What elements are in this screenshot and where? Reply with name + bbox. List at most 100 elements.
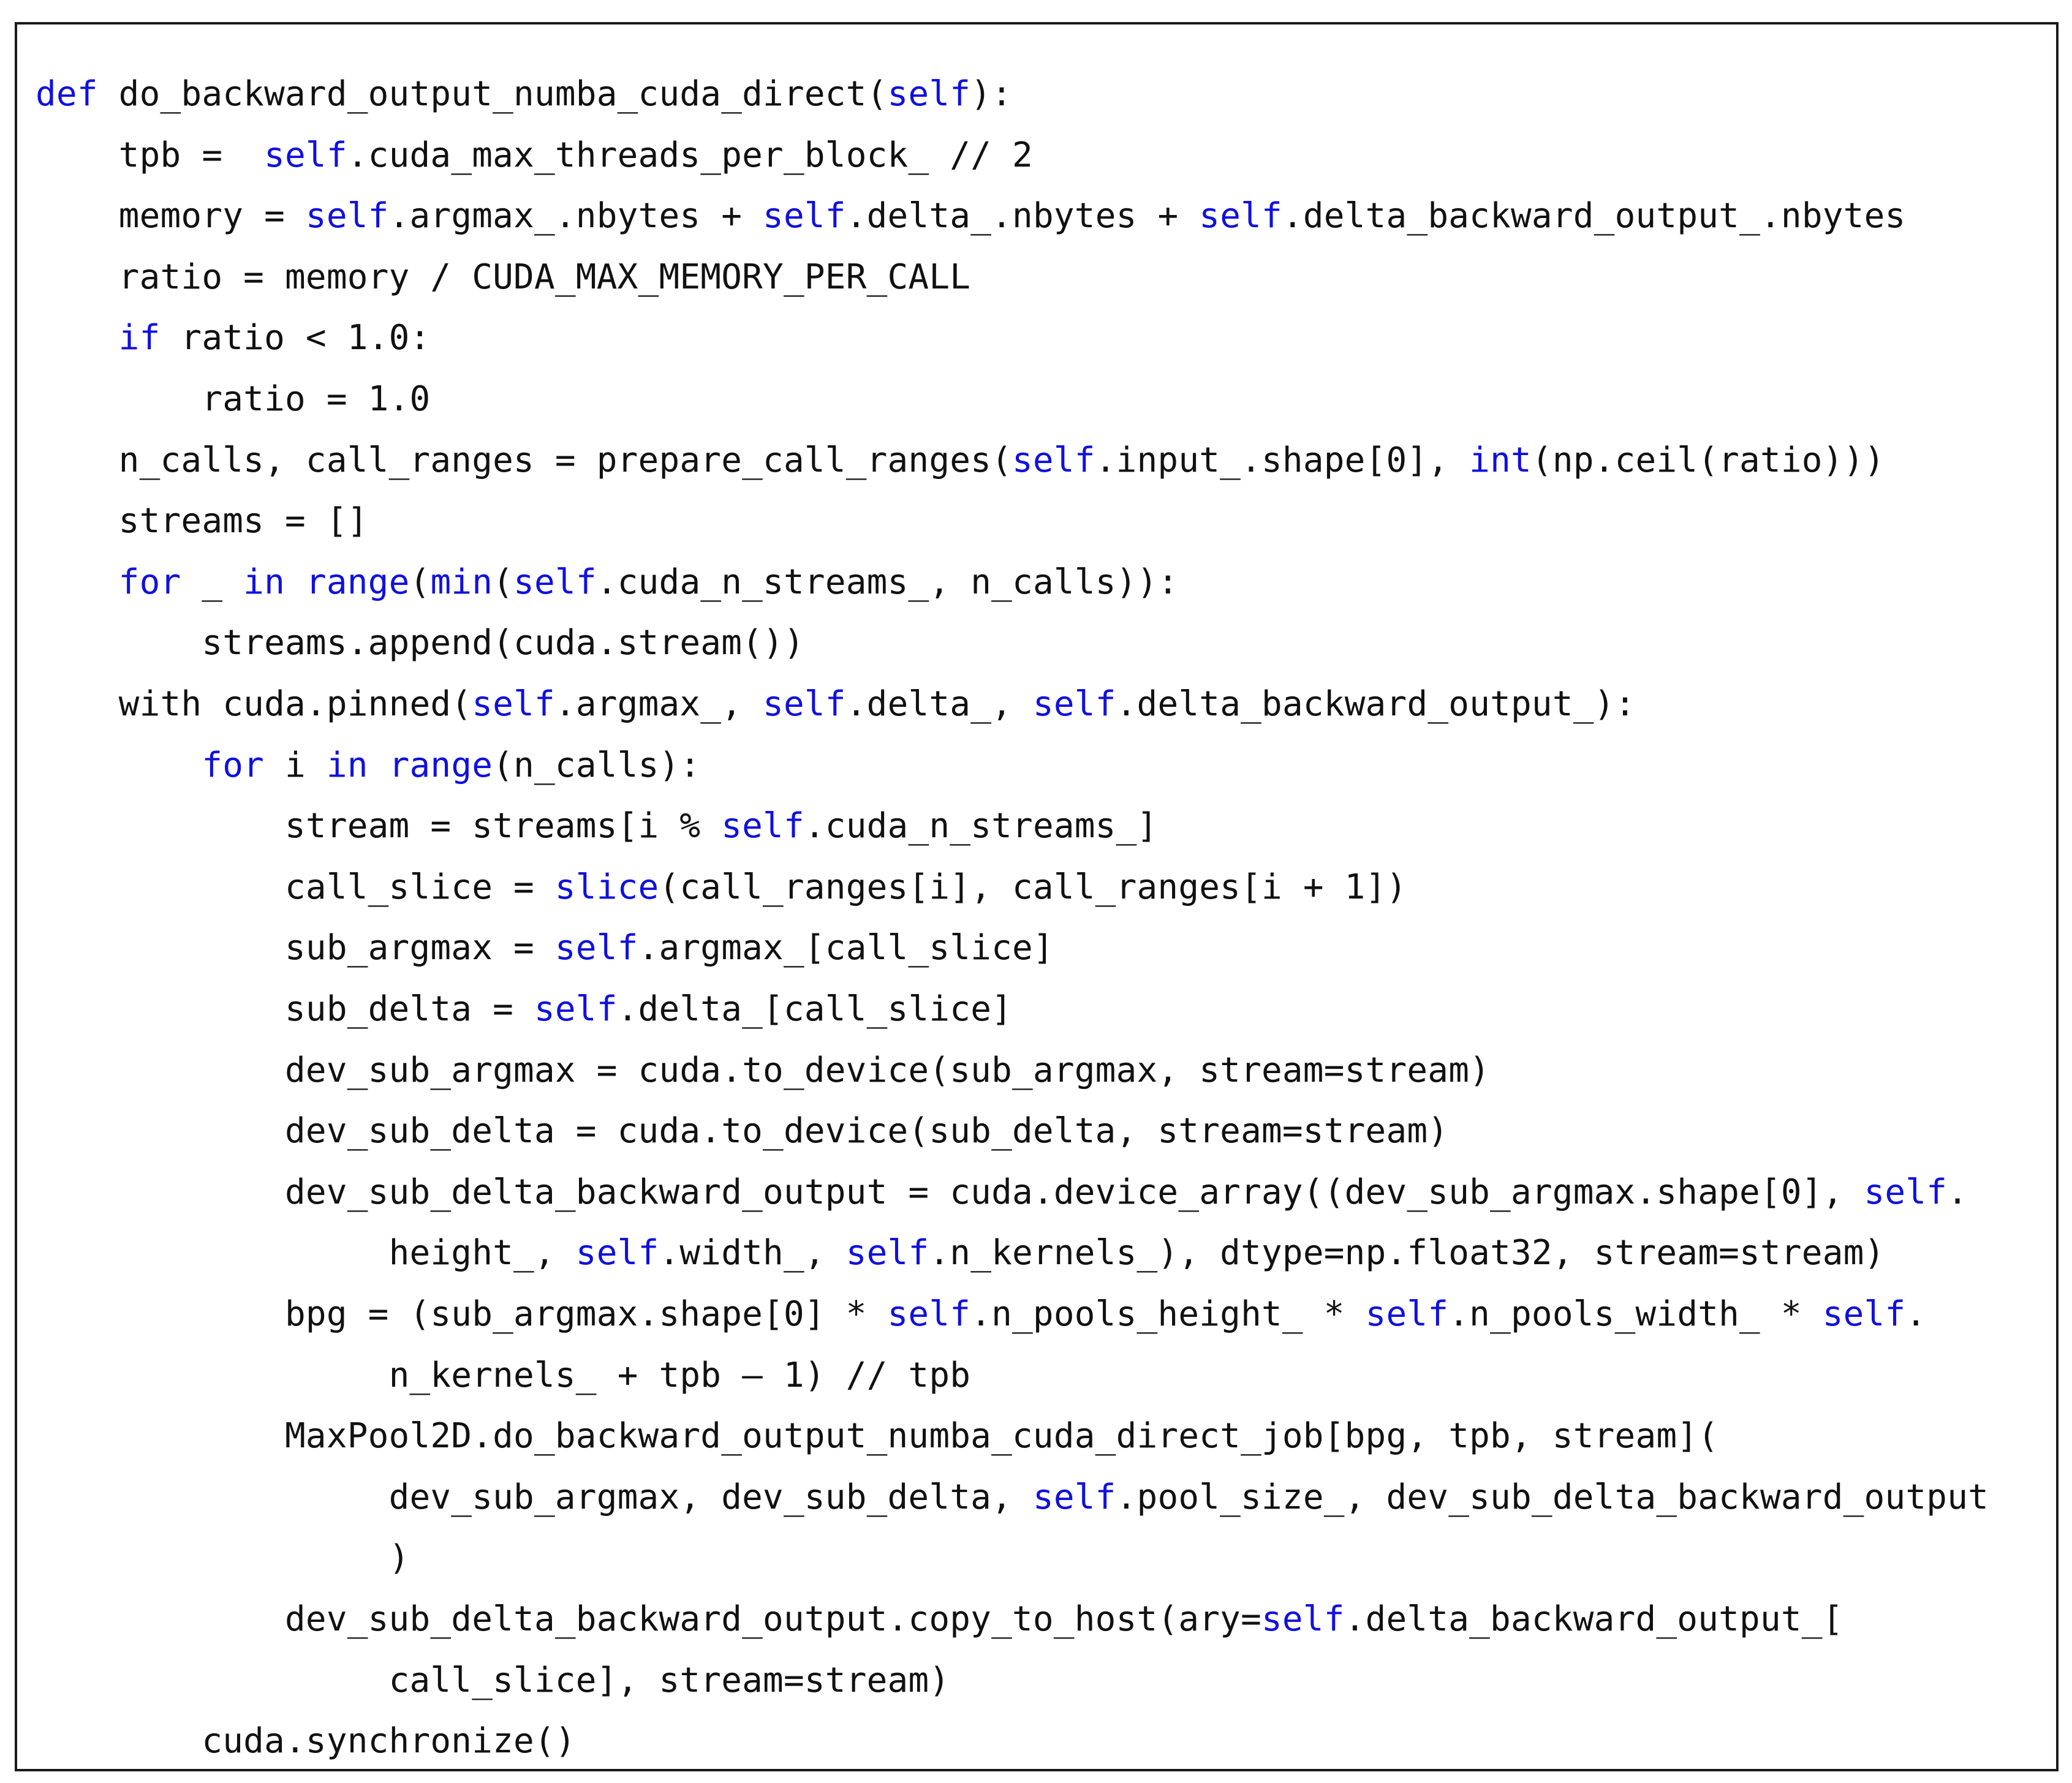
code-indent	[36, 623, 202, 663]
code-text: .cuda_n_streams_, n_calls)):	[596, 562, 1179, 602]
code-text: height_,	[388, 1233, 576, 1273]
code-text: .	[1905, 1294, 1927, 1334]
code-keyword: self	[305, 196, 389, 236]
code-keyword: self	[513, 562, 597, 602]
code-text: .argmax_,	[554, 684, 763, 724]
code-indent	[36, 318, 119, 358]
code-indent	[36, 1111, 285, 1151]
code-text: do_backward_output_numba_cuda_direct(	[97, 74, 888, 114]
code-text: .cuda_n_streams_]	[804, 806, 1158, 846]
code-keyword: self	[845, 1233, 929, 1273]
code-text: (	[493, 562, 514, 602]
code-text	[285, 562, 306, 602]
code-indent	[36, 196, 119, 236]
code-keyword: self	[264, 135, 347, 175]
code-text: )	[388, 1538, 410, 1578]
code-text: .n_pools_width_ *	[1448, 1294, 1823, 1334]
code-keyword: in	[326, 745, 368, 785]
code-keyword: self	[1261, 1599, 1345, 1639]
code-text: .pool_size_, dev_sub_delta_backward_outp…	[1116, 1477, 1989, 1517]
code-text: n_calls, call_ranges = prepare_call_rang…	[118, 440, 1013, 480]
code-continuation-line: call_slice], stream=stream)	[36, 1650, 950, 1711]
code-text: .argmax_[call_slice]	[638, 928, 1054, 968]
code-line: cuda.synchronize()	[36, 1711, 576, 1772]
code-keyword: self	[534, 989, 618, 1029]
code-indent	[36, 135, 119, 175]
code-indent	[36, 806, 285, 846]
code-keyword: self	[1032, 1477, 1116, 1517]
code-text: .n_pools_height_ *	[970, 1294, 1366, 1334]
code-text: .width_,	[659, 1233, 846, 1273]
code-text: .delta_backward_output_.nbytes	[1282, 196, 1906, 236]
code-line: sub_argmax = self.argmax_[call_slice]	[36, 918, 1054, 979]
code-keyword: self	[554, 928, 638, 968]
code-line: bpg = (sub_argmax.shape[0] * self.n_pool…	[36, 1284, 1926, 1345]
code-text: tpb =	[118, 135, 265, 175]
code-text: .delta_backward_output_[	[1344, 1599, 1843, 1639]
code-line: dev_sub_delta_backward_output = cuda.dev…	[36, 1162, 1968, 1223]
code-continuation-line: )	[36, 1528, 410, 1589]
code-text: (	[409, 562, 431, 602]
code-line: call_slice = slice(call_ranges[i], call_…	[36, 857, 1407, 918]
code-text: n_kernels_ + tpb — 1) // tpb	[388, 1355, 971, 1395]
code-indent	[36, 379, 202, 419]
code-keyword: def	[36, 74, 98, 114]
code-indent	[36, 1721, 202, 1761]
code-line: if ratio < 1.0:	[36, 307, 431, 369]
code-keyword: self	[763, 684, 846, 724]
code-text: .delta_.nbytes +	[845, 196, 1200, 236]
code-text: stream = streams[i %	[284, 806, 722, 846]
code-indent	[36, 928, 285, 968]
code-text: MaxPool2D.do_backward_output_numba_cuda_…	[284, 1416, 1719, 1457]
code-text: (call_ranges[i], call_ranges[i + 1])	[659, 867, 1407, 907]
code-indent	[36, 440, 119, 480]
code-line: def do_backward_output_numba_cuda_direct…	[36, 64, 1012, 125]
code-indent	[36, 1294, 285, 1334]
code-text: streams = []	[118, 501, 368, 541]
code-text: dev_sub_argmax = cuda.to_device(sub_argm…	[284, 1050, 1491, 1090]
code-indent	[36, 1660, 389, 1700]
code-text: dev_sub_delta_backward_output.copy_to_ho…	[284, 1599, 1261, 1639]
code-keyword: int	[1469, 440, 1532, 480]
code-keyword: self	[472, 684, 555, 724]
code-keyword: slice	[554, 867, 659, 907]
code-text: dev_sub_argmax, dev_sub_delta,	[388, 1477, 1033, 1517]
code-indent	[36, 257, 119, 297]
code-text: streams.append(cuda.stream())	[202, 623, 804, 663]
code-keyword: self	[1365, 1294, 1449, 1334]
code-indent	[36, 1355, 389, 1395]
code-indent	[36, 1050, 285, 1090]
code-indent	[36, 989, 285, 1029]
code-text: bpg = (sub_argmax.shape[0] *	[284, 1294, 888, 1334]
code-line: for _ in range(min(self.cuda_n_streams_,…	[36, 552, 1179, 613]
code-line: stream = streams[i % self.cuda_n_streams…	[36, 796, 1157, 857]
code-keyword: min	[430, 562, 493, 602]
code-line: with cuda.pinned(self.argmax_, self.delt…	[36, 674, 1636, 735]
code-indent	[36, 745, 202, 785]
code-text: .delta_[call_slice]	[617, 989, 1013, 1029]
code-text: (n_calls):	[493, 745, 701, 785]
code-keyword: in	[243, 562, 285, 602]
code-indent	[36, 562, 119, 602]
code-text: ratio < 1.0:	[160, 318, 431, 358]
code-text: ratio = memory / CUDA_MAX_MEMORY_PER_CAL…	[118, 257, 971, 297]
code-keyword: self	[1822, 1294, 1906, 1334]
code-text: .n_kernels_), dtype=np.float32, stream=s…	[929, 1233, 1885, 1273]
code-keyword: self	[1864, 1172, 1948, 1212]
code-line: n_calls, call_ranges = prepare_call_rang…	[36, 430, 1885, 491]
code-keyword: for	[202, 745, 265, 785]
code-indent	[36, 1233, 389, 1273]
code-continuation-line: n_kernels_ + tpb — 1) // tpb	[36, 1345, 970, 1406]
code-indent	[36, 501, 119, 541]
code-text: ratio = 1.0	[202, 379, 431, 419]
code-text: i	[264, 745, 327, 785]
code-indent	[36, 1599, 285, 1639]
code-text: .cuda_max_threads_per_block_ // 2	[347, 135, 1033, 175]
code-text: _	[181, 562, 244, 602]
code-keyword: self	[1199, 196, 1282, 236]
code-keyword: self	[721, 806, 804, 846]
code-keyword: self	[575, 1233, 659, 1273]
code-keyword: self	[1032, 684, 1116, 724]
code-line: ratio = memory / CUDA_MAX_MEMORY_PER_CAL…	[36, 247, 970, 308]
code-keyword: self	[763, 196, 846, 236]
